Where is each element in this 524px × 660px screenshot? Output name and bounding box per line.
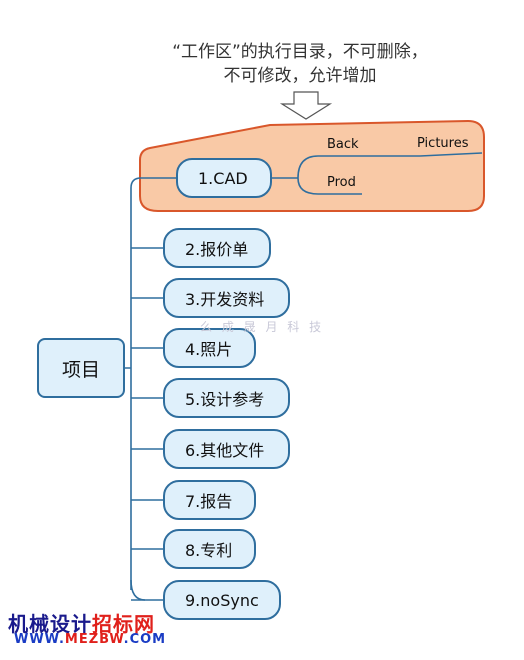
annotation-line-2: 不可修改，允许增加 [223,66,377,86]
brand-red-text: 招标网 [92,612,155,636]
down-arrow-icon [279,91,333,120]
node-cad[interactable]: 1.CAD [176,158,272,198]
node-photos[interactable]: 4.照片 [163,328,256,368]
brand-watermark: 机械设计招标网 [8,608,155,637]
leaf-pictures[interactable]: Pictures [417,136,469,151]
node-quote[interactable]: 2.报价单 [163,228,271,268]
root-node-project[interactable]: 项目 [37,338,125,398]
node-report[interactable]: 7.报告 [163,480,256,520]
brand-url: WWW.MEZBW.COM [14,632,166,647]
annotation-line-1: “工作区”的执行目录，不可删除， [172,42,428,62]
leaf-back[interactable]: Back [327,137,359,152]
node-dev-materials[interactable]: 3.开发资料 [163,278,290,318]
leaf-prod[interactable]: Prod [327,175,356,190]
faint-watermark-text: 么 成 晟 月 科 技 [200,320,325,334]
node-patent[interactable]: 8.专利 [163,529,256,569]
url-suffix: .COM [123,632,167,647]
branch-connectors [130,247,165,601]
node-other-files[interactable]: 6.其他文件 [163,429,290,469]
brand-black-text: 机械设计 [8,612,92,636]
node-design-reference[interactable]: 5.设计参考 [163,378,290,418]
node-nosync[interactable]: 9.noSync [163,580,281,620]
cad-sub-connectors [272,152,483,195]
url-prefix: WWW. [14,632,65,647]
url-domain: MEZBW [64,632,124,647]
branch-trunk-line [125,177,178,590]
